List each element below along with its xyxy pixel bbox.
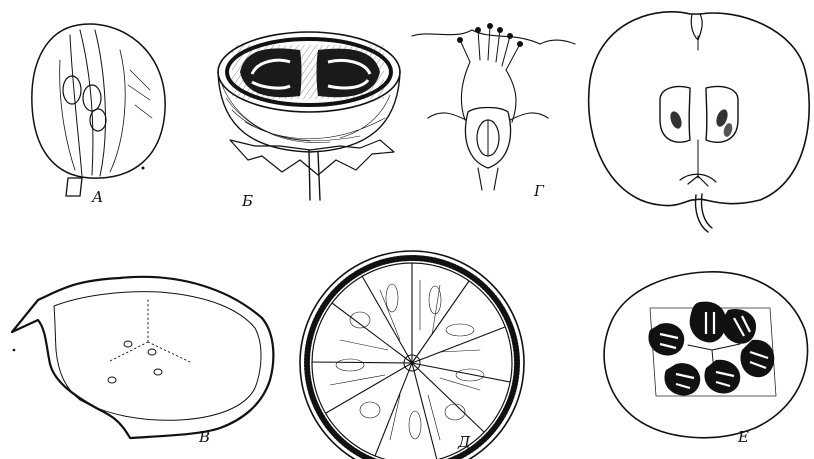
figure-label-v: В <box>198 428 210 446</box>
figure-a: А <box>32 24 165 206</box>
figure-label-g: Г <box>533 182 545 200</box>
figure-d: Д <box>300 251 524 459</box>
figure-apple <box>589 12 810 232</box>
figure-label-e: Е <box>737 428 749 446</box>
figure-e: Е <box>604 272 807 446</box>
figure-g: Г <box>412 23 575 200</box>
figure-b: Б <box>218 32 400 210</box>
figure-v: В <box>12 277 273 446</box>
figure-label-a: А <box>91 188 103 206</box>
figure-label-b: Б <box>241 192 253 210</box>
figure-label-d: Д <box>457 433 471 451</box>
